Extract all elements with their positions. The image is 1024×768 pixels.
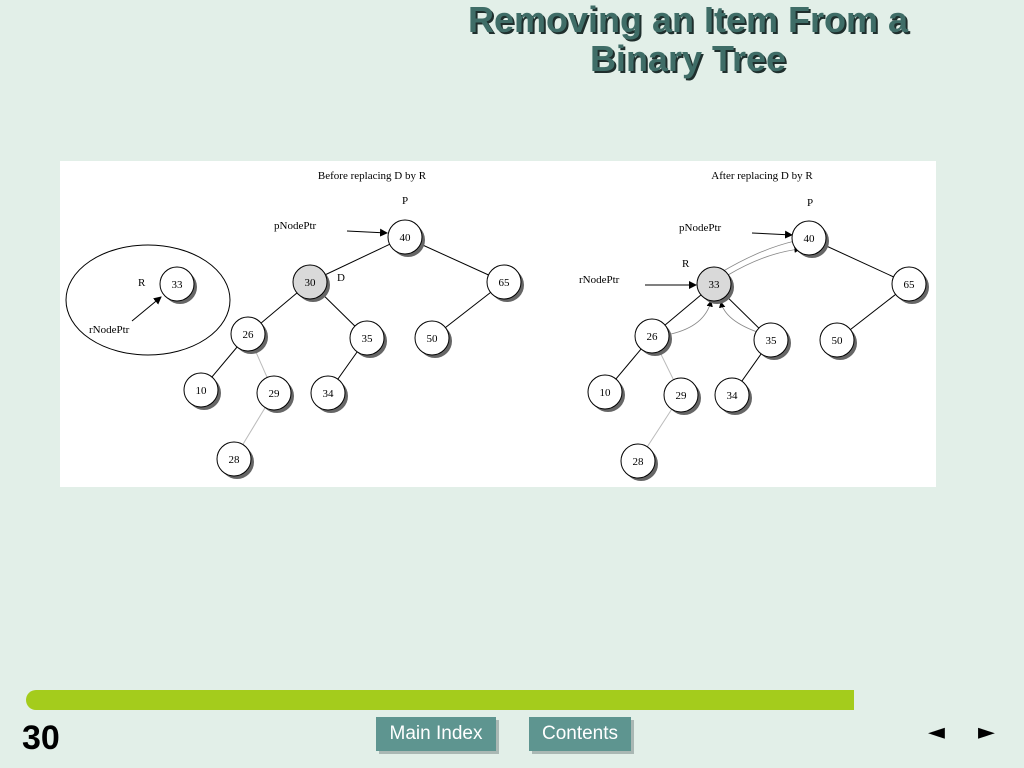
before-node-34: 34 bbox=[310, 375, 348, 413]
before-node-33: 33 bbox=[159, 266, 197, 304]
before-label-r: R bbox=[138, 277, 146, 289]
svg-text:30: 30 bbox=[305, 277, 317, 289]
svg-text:33: 33 bbox=[172, 279, 184, 291]
svg-text:26: 26 bbox=[243, 329, 255, 341]
before-pnodeptr-arrow bbox=[346, 228, 388, 237]
contents-button[interactable]: Contents bbox=[529, 717, 631, 751]
after-node-10: 10 bbox=[587, 374, 625, 412]
after-node-33: 33 bbox=[696, 266, 734, 304]
main-index-button[interactable]: Main Index bbox=[376, 717, 496, 751]
slide-title-line-1: Removing an Item From a bbox=[467, 0, 909, 40]
svg-text:28: 28 bbox=[229, 454, 241, 466]
after-node-50: 50 bbox=[819, 322, 857, 360]
before-node-40: 40 bbox=[387, 219, 425, 257]
after-node-65: 65 bbox=[891, 266, 929, 304]
before-label-pnodeptr: pNodePtr bbox=[274, 220, 317, 232]
after-label-p: P bbox=[807, 197, 813, 209]
svg-text:50: 50 bbox=[832, 335, 844, 347]
svg-text:26: 26 bbox=[647, 331, 659, 343]
after-node-40: 40 bbox=[791, 220, 829, 258]
after-label-pnodeptr: pNodePtr bbox=[679, 222, 722, 234]
slide-title-line-2: Binary Tree bbox=[589, 38, 787, 79]
previous-arrow-icon[interactable]: ◄ bbox=[928, 720, 945, 745]
before-node-50: 50 bbox=[414, 320, 452, 358]
binary-tree-diagram: Before replacing D by R P pNodePtr D R r… bbox=[60, 161, 936, 487]
svg-text:34: 34 bbox=[727, 390, 739, 402]
after-node-26: 26 bbox=[634, 318, 672, 356]
contents-label: Contents bbox=[541, 723, 619, 744]
svg-text:40: 40 bbox=[400, 232, 412, 244]
before-node-65: 65 bbox=[486, 264, 524, 302]
svg-text:33: 33 bbox=[709, 279, 721, 291]
main-index-label: Main Index bbox=[389, 723, 483, 744]
svg-text:10: 10 bbox=[600, 387, 612, 399]
page-number: 30 bbox=[22, 719, 60, 757]
before-rnodeptr-arrow bbox=[131, 296, 162, 322]
svg-text:40: 40 bbox=[804, 233, 816, 245]
before-r-ellipse bbox=[65, 244, 231, 356]
before-node-35: 35 bbox=[349, 320, 387, 358]
before-label-d: D bbox=[337, 272, 345, 284]
svg-text:29: 29 bbox=[676, 390, 688, 402]
slide-title: Removing an Item From a Binary Tree bbox=[400, 0, 976, 78]
after-pnodeptr-arrow bbox=[751, 230, 793, 239]
before-node-28: 28 bbox=[216, 441, 254, 479]
svg-text:65: 65 bbox=[904, 279, 916, 291]
diagram-svg: Before replacing D by R P pNodePtr D R r… bbox=[65, 170, 929, 481]
after-caption: After replacing D by R bbox=[711, 170, 813, 182]
after-label-rnodeptr: rNodePtr bbox=[579, 274, 620, 286]
before-node-30: 30 bbox=[292, 264, 330, 302]
before-caption: Before replacing D by R bbox=[318, 170, 427, 182]
svg-text:65: 65 bbox=[499, 277, 511, 289]
svg-text:10: 10 bbox=[196, 385, 208, 397]
svg-text:35: 35 bbox=[362, 333, 374, 345]
before-label-p: P bbox=[402, 195, 408, 207]
svg-text:34: 34 bbox=[323, 388, 335, 400]
after-node-28: 28 bbox=[620, 443, 658, 481]
after-node-34: 34 bbox=[714, 377, 752, 415]
svg-text:50: 50 bbox=[427, 333, 439, 345]
before-node-26: 26 bbox=[230, 316, 268, 354]
svg-text:35: 35 bbox=[766, 335, 778, 347]
after-label-r: R bbox=[682, 258, 690, 270]
svg-text:29: 29 bbox=[269, 388, 281, 400]
after-relink-arrows bbox=[670, 240, 801, 335]
after-node-35: 35 bbox=[753, 322, 791, 360]
decorative-bar bbox=[26, 690, 854, 710]
svg-text:28: 28 bbox=[633, 456, 645, 468]
before-label-rnodeptr: rNodePtr bbox=[89, 324, 130, 336]
next-arrow-icon[interactable]: ► bbox=[978, 720, 995, 745]
after-node-29: 29 bbox=[663, 377, 701, 415]
before-node-29: 29 bbox=[256, 375, 294, 413]
before-node-10: 10 bbox=[183, 372, 221, 410]
